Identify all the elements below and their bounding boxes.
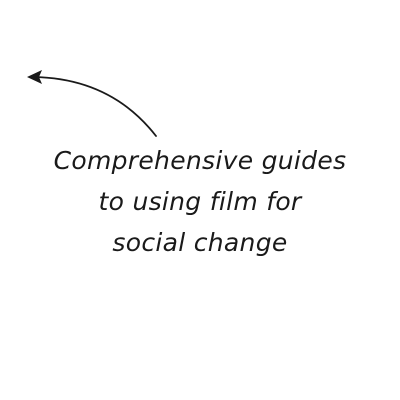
callout-line-1: Comprehensive guides bbox=[53, 146, 347, 175]
callout-line-2: to using film for bbox=[98, 187, 302, 216]
callout-text: Comprehensive guides to using film for s… bbox=[20, 140, 380, 263]
callout-line-3: social change bbox=[112, 228, 288, 257]
